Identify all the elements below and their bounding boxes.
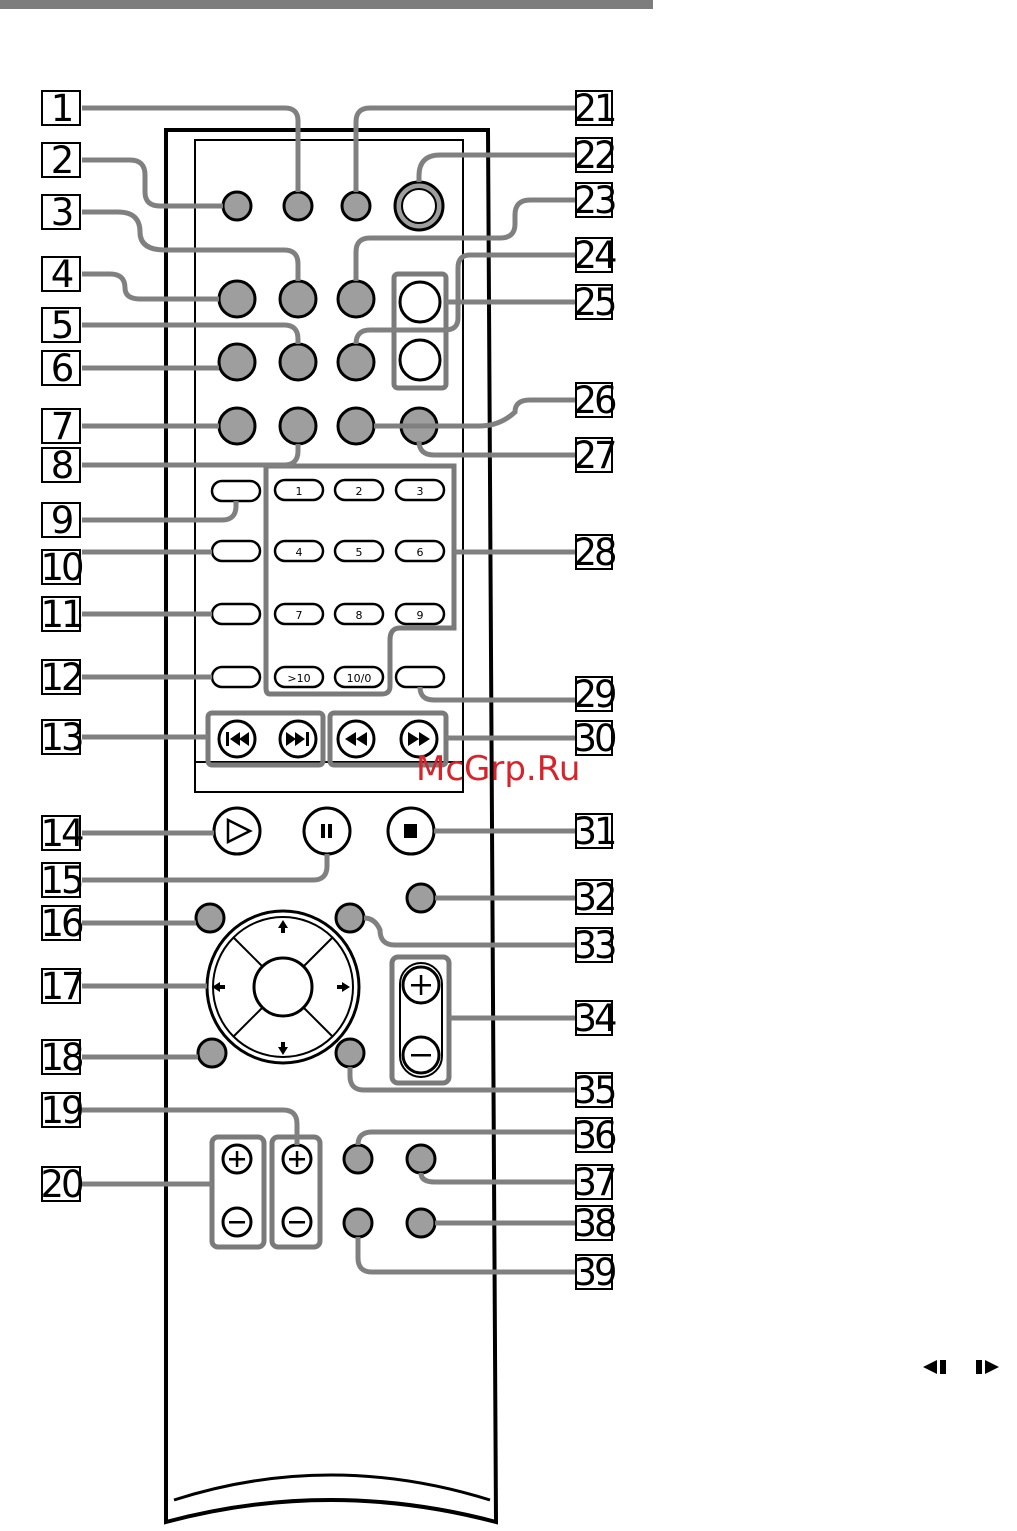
button-35[interactable] [336,1039,364,1067]
callout-32: 32 [573,876,614,919]
callout-9: 9 [51,499,72,542]
button-25-top[interactable] [400,282,440,322]
button-26[interactable] [338,408,374,444]
callout-34: 34 [573,997,616,1040]
callout-26: 26 [573,379,616,422]
button-24[interactable] [338,344,374,380]
button-37[interactable] [407,1145,435,1173]
right-callouts: 21 22 23 24 25 26 27 28 29 30 31 32 33 3… [573,87,616,1294]
num-4-label: 4 [296,546,303,559]
button-8[interactable] [280,408,316,444]
callout-27: 27 [573,434,615,477]
button-38[interactable] [407,1209,435,1237]
button-25-bottom[interactable] [400,340,440,380]
button-6[interactable] [219,344,255,380]
minus-icon-19 [289,1221,305,1224]
button-33[interactable] [336,904,364,932]
callout-1: 1 [51,87,72,130]
left-callouts: 1 2 3 4 5 6 7 8 9 10 11 12 13 14 15 16 1… [40,87,83,1206]
callout-16: 16 [40,902,83,945]
callout-24: 24 [573,234,616,277]
num-2-label: 2 [356,485,363,498]
callout-35: 35 [573,1069,615,1112]
callout-8: 8 [51,444,73,487]
minus-icon-20 [229,1221,245,1224]
slow-left-right-icon [923,1360,999,1374]
callout-14: 14 [40,812,83,855]
button-10[interactable] [212,541,260,561]
button-3[interactable] [280,281,316,317]
button-36[interactable] [344,1145,372,1173]
button-4[interactable] [219,281,255,317]
callout-29: 29 [573,673,615,716]
button-29[interactable] [396,667,444,687]
button-2[interactable] [223,192,251,220]
button-21[interactable] [342,192,370,220]
callout-20: 20 [40,1163,83,1206]
button-1[interactable] [284,192,312,220]
power-button-inner [402,189,436,223]
minus-icon [411,1054,431,1057]
num-5-label: 5 [356,546,363,559]
num-3-label: 3 [417,485,424,498]
button-5[interactable] [280,344,316,380]
num-7-label: 7 [296,609,303,622]
callout-22: 22 [573,134,614,177]
button-16[interactable] [196,904,224,932]
num-10-0-label: 10/0 [347,672,372,685]
callout-15: 15 [40,859,82,902]
slow-right-icon [976,1360,999,1374]
callout-36: 36 [573,1114,616,1157]
button-39[interactable] [344,1209,372,1237]
callout-12: 12 [40,656,81,699]
callout-28: 28 [573,531,616,574]
button-32[interactable] [407,884,435,912]
num-over-10-label: >10 [287,672,310,685]
watermark: McGrp.Ru [416,749,580,789]
callout-25: 25 [573,281,615,324]
callout-21: 21 [573,87,615,130]
button-9[interactable] [212,481,260,501]
callout-38: 38 [573,1202,616,1245]
callout-13: 13 [40,716,82,759]
callout-33: 33 [573,924,615,967]
button-7[interactable] [219,408,255,444]
callout-19: 19 [40,1089,82,1132]
num-1-label: 1 [296,485,303,498]
callout-37: 37 [573,1161,615,1204]
num-6-label: 6 [417,546,424,559]
callout-4: 4 [51,253,73,296]
callout-7: 7 [51,405,72,448]
callout-10: 10 [40,546,83,589]
num-9-label: 9 [417,609,424,622]
button-18[interactable] [198,1039,226,1067]
callout-18: 18 [40,1036,83,1079]
callout-5: 5 [51,304,72,347]
callout-11: 11 [40,593,82,636]
callout-2: 2 [51,139,72,182]
enter-button[interactable] [254,958,312,1016]
header-rule [0,0,653,9]
slow-left-icon [923,1360,946,1374]
callout-31: 31 [573,810,615,853]
button-23[interactable] [338,281,374,317]
callout-3: 3 [51,191,72,234]
button-11[interactable] [212,604,260,624]
callout-39: 39 [573,1251,615,1294]
stop-icon [404,824,417,838]
callout-6: 6 [51,347,73,390]
pause-button[interactable] [304,808,350,854]
num-8-label: 8 [356,609,363,622]
callout-23: 23 [573,179,615,222]
callout-17: 17 [40,965,82,1008]
button-12[interactable] [212,667,260,687]
